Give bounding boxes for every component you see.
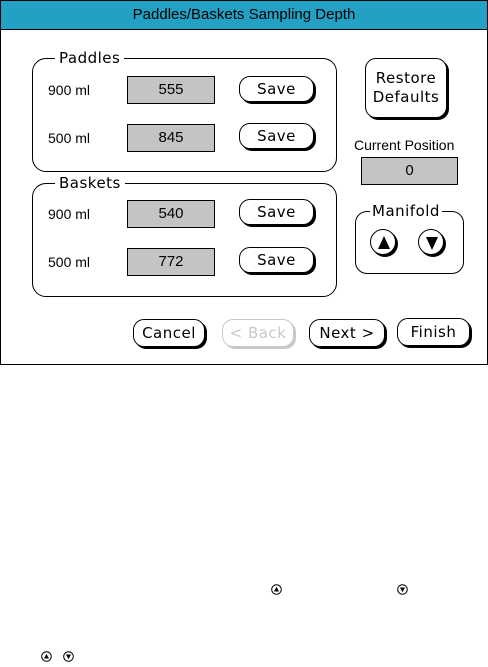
arrow-up-icon bbox=[378, 236, 390, 249]
dialog-window: Paddles/Baskets Sampling Depth Paddles 9… bbox=[0, 0, 488, 365]
restore-defaults-line2: Defaults bbox=[372, 88, 440, 106]
back-button[interactable]: < Back bbox=[222, 319, 294, 347]
cancel-button[interactable]: Cancel bbox=[133, 319, 205, 347]
baskets-group: Baskets bbox=[32, 173, 337, 297]
arrow-down-icon bbox=[397, 584, 408, 595]
paddles-900-value: 555 bbox=[127, 76, 215, 104]
restore-defaults-button[interactable]: Restore Defaults bbox=[365, 58, 447, 118]
paddles-500-value: 845 bbox=[127, 124, 215, 152]
current-position-value: 0 bbox=[361, 157, 458, 185]
dialog-title: Paddles/Baskets Sampling Depth bbox=[1, 1, 487, 30]
arrow-down-icon bbox=[63, 651, 74, 662]
baskets-900-value: 540 bbox=[127, 200, 215, 228]
baskets-500-value: 772 bbox=[127, 248, 215, 276]
baskets-legend: Baskets bbox=[55, 173, 125, 193]
next-button[interactable]: Next > bbox=[309, 319, 385, 347]
manifold-legend: Manifold bbox=[370, 201, 442, 221]
manifold-group: Manifold bbox=[355, 201, 464, 274]
paddles-900-save-button[interactable]: Save bbox=[239, 76, 314, 102]
arrow-up-icon bbox=[41, 651, 52, 662]
current-position-label: Current Position bbox=[354, 137, 455, 153]
baskets-500-save-button[interactable]: Save bbox=[239, 247, 314, 273]
paddles-500-save-button[interactable]: Save bbox=[239, 123, 314, 149]
restore-defaults-line1: Restore bbox=[375, 69, 437, 87]
finish-button[interactable]: Finish bbox=[397, 318, 470, 346]
paddles-500-label: 500 ml bbox=[48, 130, 91, 146]
arrow-up-icon bbox=[271, 584, 282, 595]
paddles-group: Paddles bbox=[32, 48, 337, 172]
paddles-legend: Paddles bbox=[55, 48, 125, 68]
paddles-900-label: 900 ml bbox=[48, 82, 91, 98]
manifold-down-button[interactable] bbox=[418, 229, 444, 255]
baskets-500-label: 500 ml bbox=[48, 254, 91, 270]
arrow-down-icon bbox=[426, 237, 438, 250]
baskets-900-save-button[interactable]: Save bbox=[239, 199, 314, 225]
manifold-up-button[interactable] bbox=[370, 229, 396, 255]
baskets-900-label: 900 ml bbox=[48, 206, 91, 222]
